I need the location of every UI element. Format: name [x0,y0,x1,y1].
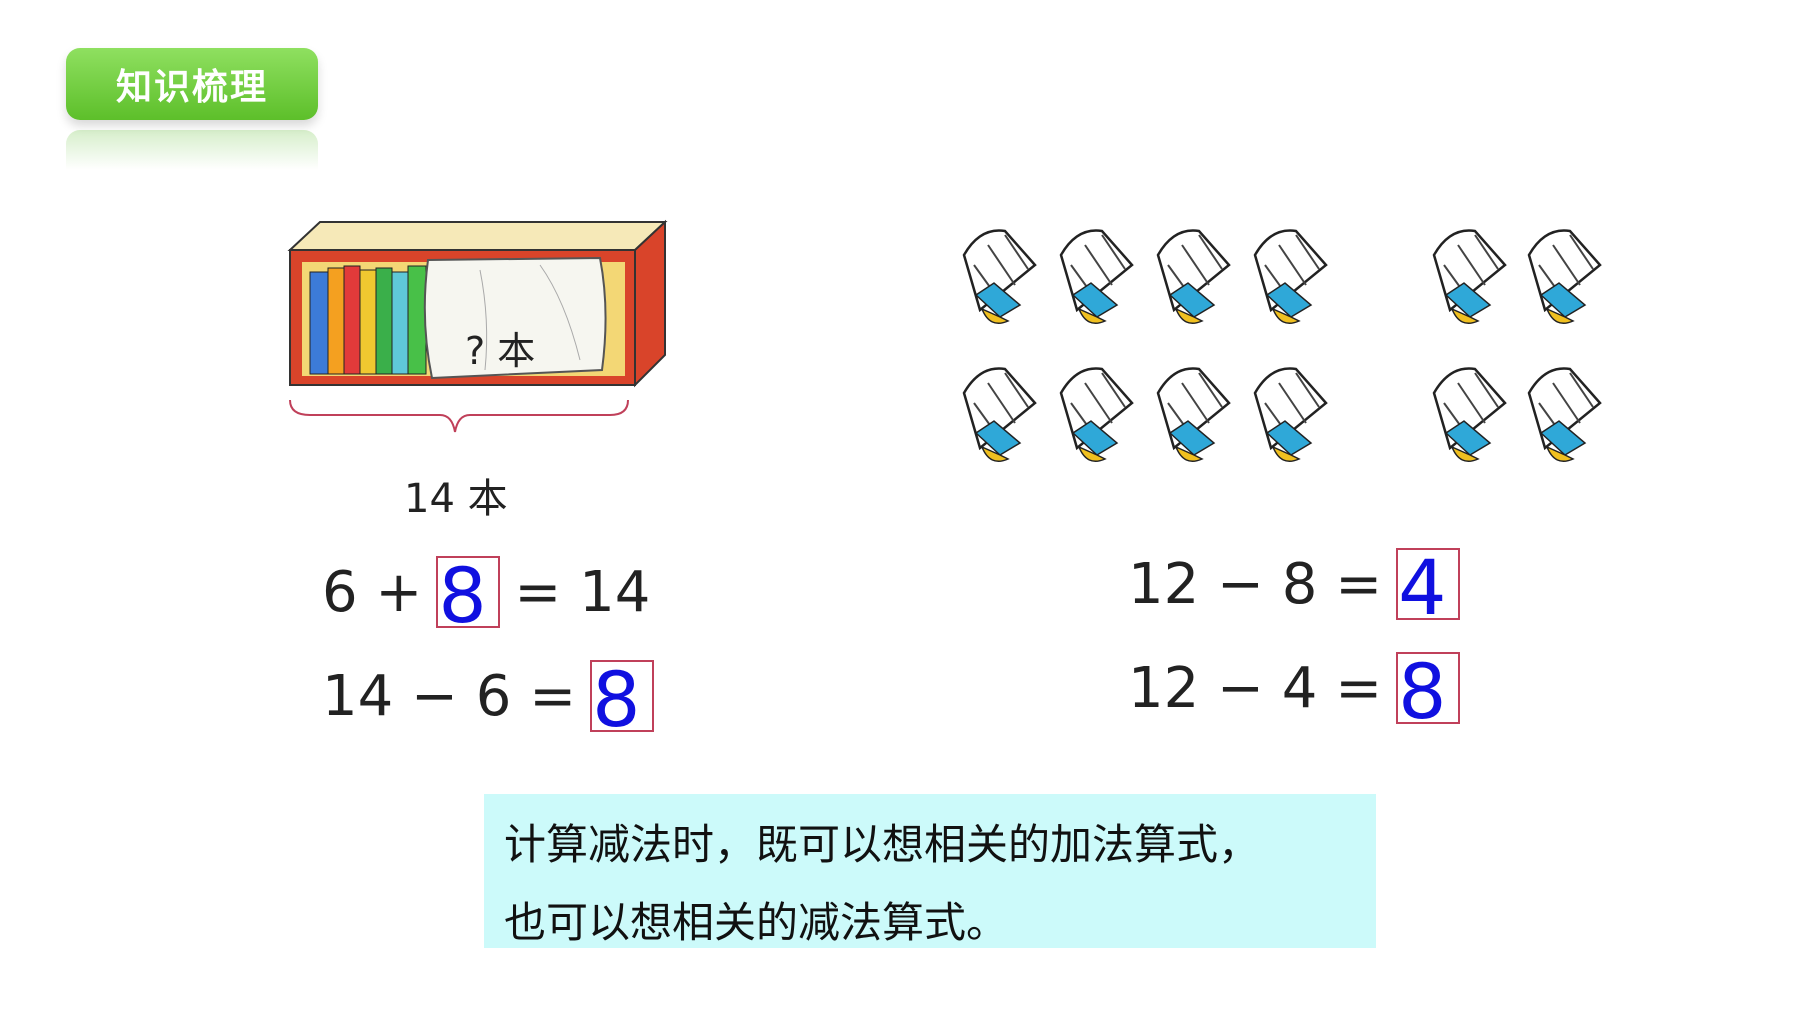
equation-left-1: 6 + 8 = 14 [322,556,651,634]
bookshelf-illustration [287,219,668,433]
section-title: 知识梳理 [115,67,268,108]
tip-line-1: 计算减法时，既可以想相关的加法算式， [504,820,1261,869]
equation-left-1-rhs: = 14 [514,559,651,625]
equation-left-1-lhs: 6 + [322,559,423,625]
shuttlecock-illustration [962,229,1602,463]
equation-left-2: 14 − 6 = 8 [322,660,668,738]
equation-left-2-lhs: 14 − 6 = [322,663,577,729]
answer-box-left-1[interactable]: 8 [436,556,501,634]
section-title-tab: 知识梳理 [66,48,318,120]
section-title-reflection [66,130,318,170]
hidden-books-label: ? 本 [465,329,536,373]
equation-right-1: 12 − 8 = 4 [1128,548,1474,626]
tip-line-2: 也可以想相关的减法算式。 [504,898,1009,947]
equation-right-2-lhs: 12 − 4 = [1128,655,1383,721]
answer-box-right-1[interactable]: 4 [1396,548,1461,626]
total-books-label: 14 本 [404,476,508,522]
tip-box: 计算减法时，既可以想相关的加法算式， 也可以想相关的减法算式。 [484,794,1376,948]
answer-box-right-2[interactable]: 8 [1396,652,1461,730]
answer-box-left-2[interactable]: 8 [590,660,655,738]
equation-right-2: 12 − 4 = 8 [1128,652,1474,730]
equation-right-1-lhs: 12 − 8 = [1128,551,1383,617]
